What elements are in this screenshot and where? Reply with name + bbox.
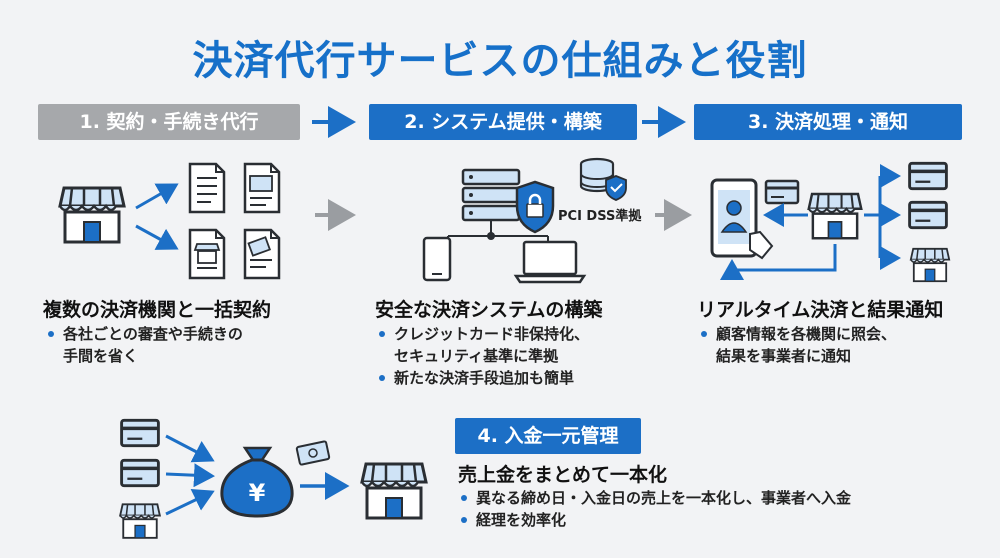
page-title: 決済代行サービスの仕組みと役割 [192,38,808,84]
cash-bill-icon [295,440,331,466]
bullet: クレジットカード非保持化、 [376,323,589,345]
network-lines [447,220,549,244]
pci-dss-label: PCI DSS準拠 [558,209,642,224]
payment-document-icon [243,228,281,280]
money-bag-icon [220,446,294,518]
arrow-icon [720,244,837,280]
merchant-store-icon [360,462,428,520]
smartphone-icon [422,236,452,282]
yen-symbol: ¥ [249,479,266,507]
step-2-bullets: クレジットカード非保持化、 セキュリティ基準に準拠 新たな決済手段追加も簡単 [376,323,589,389]
merchant-store-icon [807,192,863,240]
bullet: 顧客情報を各機関に照会、 [698,323,896,345]
branch-arrows [864,164,901,270]
store-document-icon [188,228,226,280]
merchant-store-icon [58,186,126,244]
step-3-heading: リアルタイム決済と結果通知 [697,299,944,321]
arrow-icon [135,224,179,250]
bullet-continuation: 結果を事業者に通知 [716,347,852,365]
bullet: 経理を効率化 [458,509,851,531]
step-2-heading: 安全な決済システムの構築 [375,299,603,321]
database-shield-icon [579,157,627,201]
arrow-icon [165,488,215,516]
step-1-bullets: 各社ごとの審査や手続きの 手間を省く [45,323,243,367]
step-1-label: 1. 契約・手続き代行 [38,104,300,140]
step-4-label: 4. 入金一元管理 [455,418,641,454]
bank-store-icon [909,247,951,283]
bullet-continuation: セキュリティ基準に準拠 [394,347,559,365]
bullet: 異なる締め日・入金日の売上を一本化し、事業者へ入金 [458,487,851,509]
store-icon [119,503,161,539]
arrow-icon [135,183,179,210]
step-4-bullets: 異なる締め日・入金日の売上を一本化し、事業者へ入金 経理を効率化 [458,487,851,531]
step-1-heading: 複数の決済機関と一括契約 [43,299,272,321]
card-icon [119,418,161,448]
shield-lock-icon [515,180,555,234]
card-document-icon [243,162,281,214]
step-2-label: 2. システム提供・構築 [369,104,637,140]
step-3-label: 3. 決済処理・通知 [694,104,962,140]
hand-icon [749,230,774,260]
bullet-continuation: 手間を省く [63,347,139,365]
step-3-bullets: 顧客情報を各機関に照会、 結果を事業者に通知 [698,323,896,367]
server-icon [461,168,521,222]
arrow-icon [165,463,215,488]
bullet: 各社ごとの審査や手続きの [45,323,243,345]
card-icon [764,179,800,205]
phone-user-icon [710,178,774,260]
card-icon [119,458,161,488]
step-4-heading: 売上金をまとめて一本化 [458,464,668,486]
laptop-icon [513,240,587,284]
card-icon [907,161,949,191]
card-icon [907,200,949,230]
arrow-icon [165,434,215,463]
contract-document-icon [188,162,226,214]
bullet: 新たな決済手段追加も簡単 [376,367,589,389]
